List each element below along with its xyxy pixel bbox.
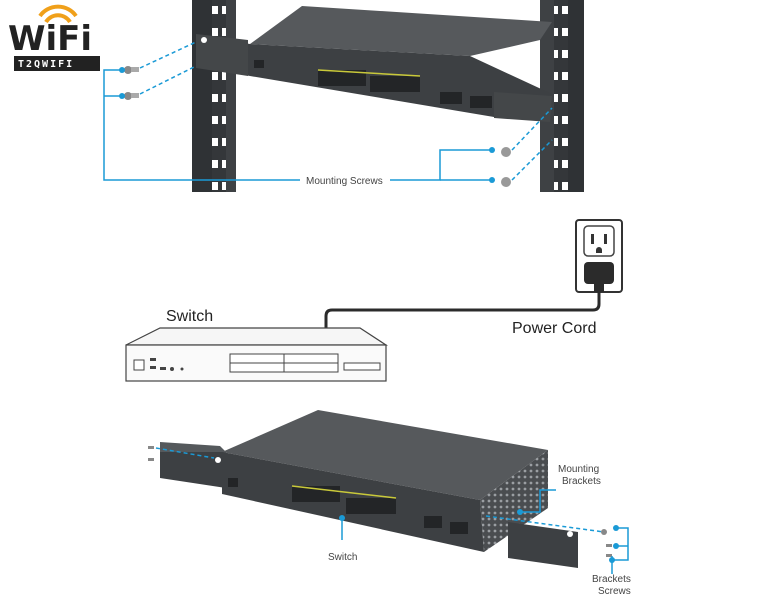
logo-subtitle: T2QWIFI [18,59,74,70]
power-connection-illustration: Power Cord Switch [125,219,623,382]
switch-line-drawing [125,327,389,382]
mounting-brackets-label-line1: Mounting [558,464,599,475]
screw-icon [501,147,511,187]
bracket-attachment-illustration: Switch Mounting Brackets Brackets Screws [148,410,631,597]
middle-switch-label: Switch [166,308,213,325]
wifi-logo-icon [38,4,78,24]
logo-word: WiFi [8,19,92,59]
brackets-screws-label-line2: Screws [598,586,631,597]
top-switch-ports [254,60,492,108]
brand-logo: WiFi T2QWIFI [8,4,100,71]
mounting-brackets-label-line2: Brackets [562,476,601,487]
power-plug-icon [584,262,614,292]
power-cord-label: Power Cord [512,320,596,337]
bottom-switch-label: Switch [328,552,357,563]
rack-mount-illustration: Mounting Screws [103,0,584,192]
power-cord [324,292,601,330]
mounting-screws-label: Mounting Screws [306,176,383,187]
brackets-screws-label-line1: Brackets [592,574,631,585]
screw-leader-lines [103,41,553,181]
screw-icon [124,66,139,100]
bracket-leader-lines [155,447,629,574]
